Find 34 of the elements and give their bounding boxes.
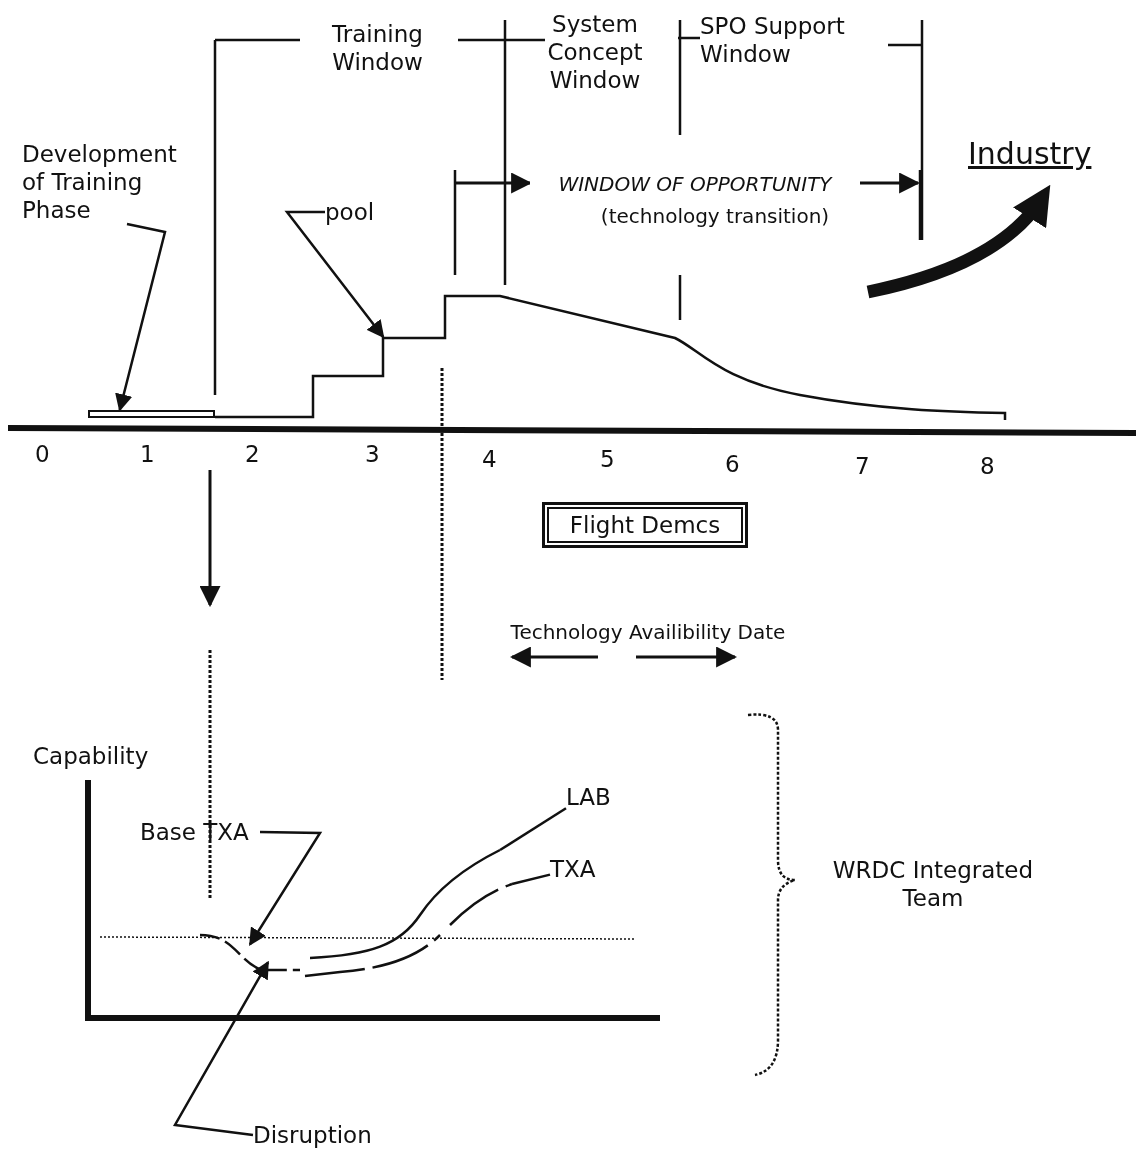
- window-label: SPO Support Window: [700, 12, 846, 68]
- lab-curve: [309, 848, 501, 960]
- flight-demos-box: Flight Demcs: [542, 502, 748, 548]
- pool-label: pool: [325, 198, 377, 226]
- axis-tick-label: 0: [35, 440, 51, 468]
- team-label: WRDC Integrated Team: [831, 856, 1035, 912]
- leader-line: [248, 830, 323, 946]
- leader-line: [173, 960, 270, 1137]
- window-label: System Concept Window: [546, 10, 644, 94]
- axis-tick-label: 3: [365, 440, 381, 468]
- leader-line: [115, 222, 167, 412]
- leader-line: [511, 873, 551, 886]
- industry-label: Industry: [968, 136, 1093, 172]
- axis-tick-label: 1: [140, 440, 156, 468]
- disruption-label: Disruption: [253, 1121, 403, 1149]
- availability-label: Technology Availibility Date: [509, 619, 787, 646]
- axis-title: Capability: [33, 742, 150, 770]
- step-curve: [215, 294, 1007, 421]
- axis-tick-label: 8: [980, 452, 996, 480]
- leader-line: [499, 807, 567, 852]
- training-bar: [88, 410, 215, 418]
- leader-line: [284, 210, 385, 339]
- window-label: Training Window: [331, 20, 424, 76]
- axis-tick-label: 2: [245, 440, 261, 468]
- axis-tick-label: 6: [725, 450, 741, 478]
- lab-label: LAB: [566, 783, 616, 811]
- axis-tick-label: 5: [600, 445, 616, 473]
- phase-label: Development of Training Phase: [22, 140, 197, 224]
- window-subtitle: (technology transition): [599, 203, 831, 230]
- axis-tick-label: 7: [855, 452, 871, 480]
- base-curve: [199, 933, 300, 972]
- axis-tick-label: 4: [482, 445, 498, 473]
- txa-curve: [303, 882, 514, 978]
- txa-label: TXA: [550, 855, 602, 883]
